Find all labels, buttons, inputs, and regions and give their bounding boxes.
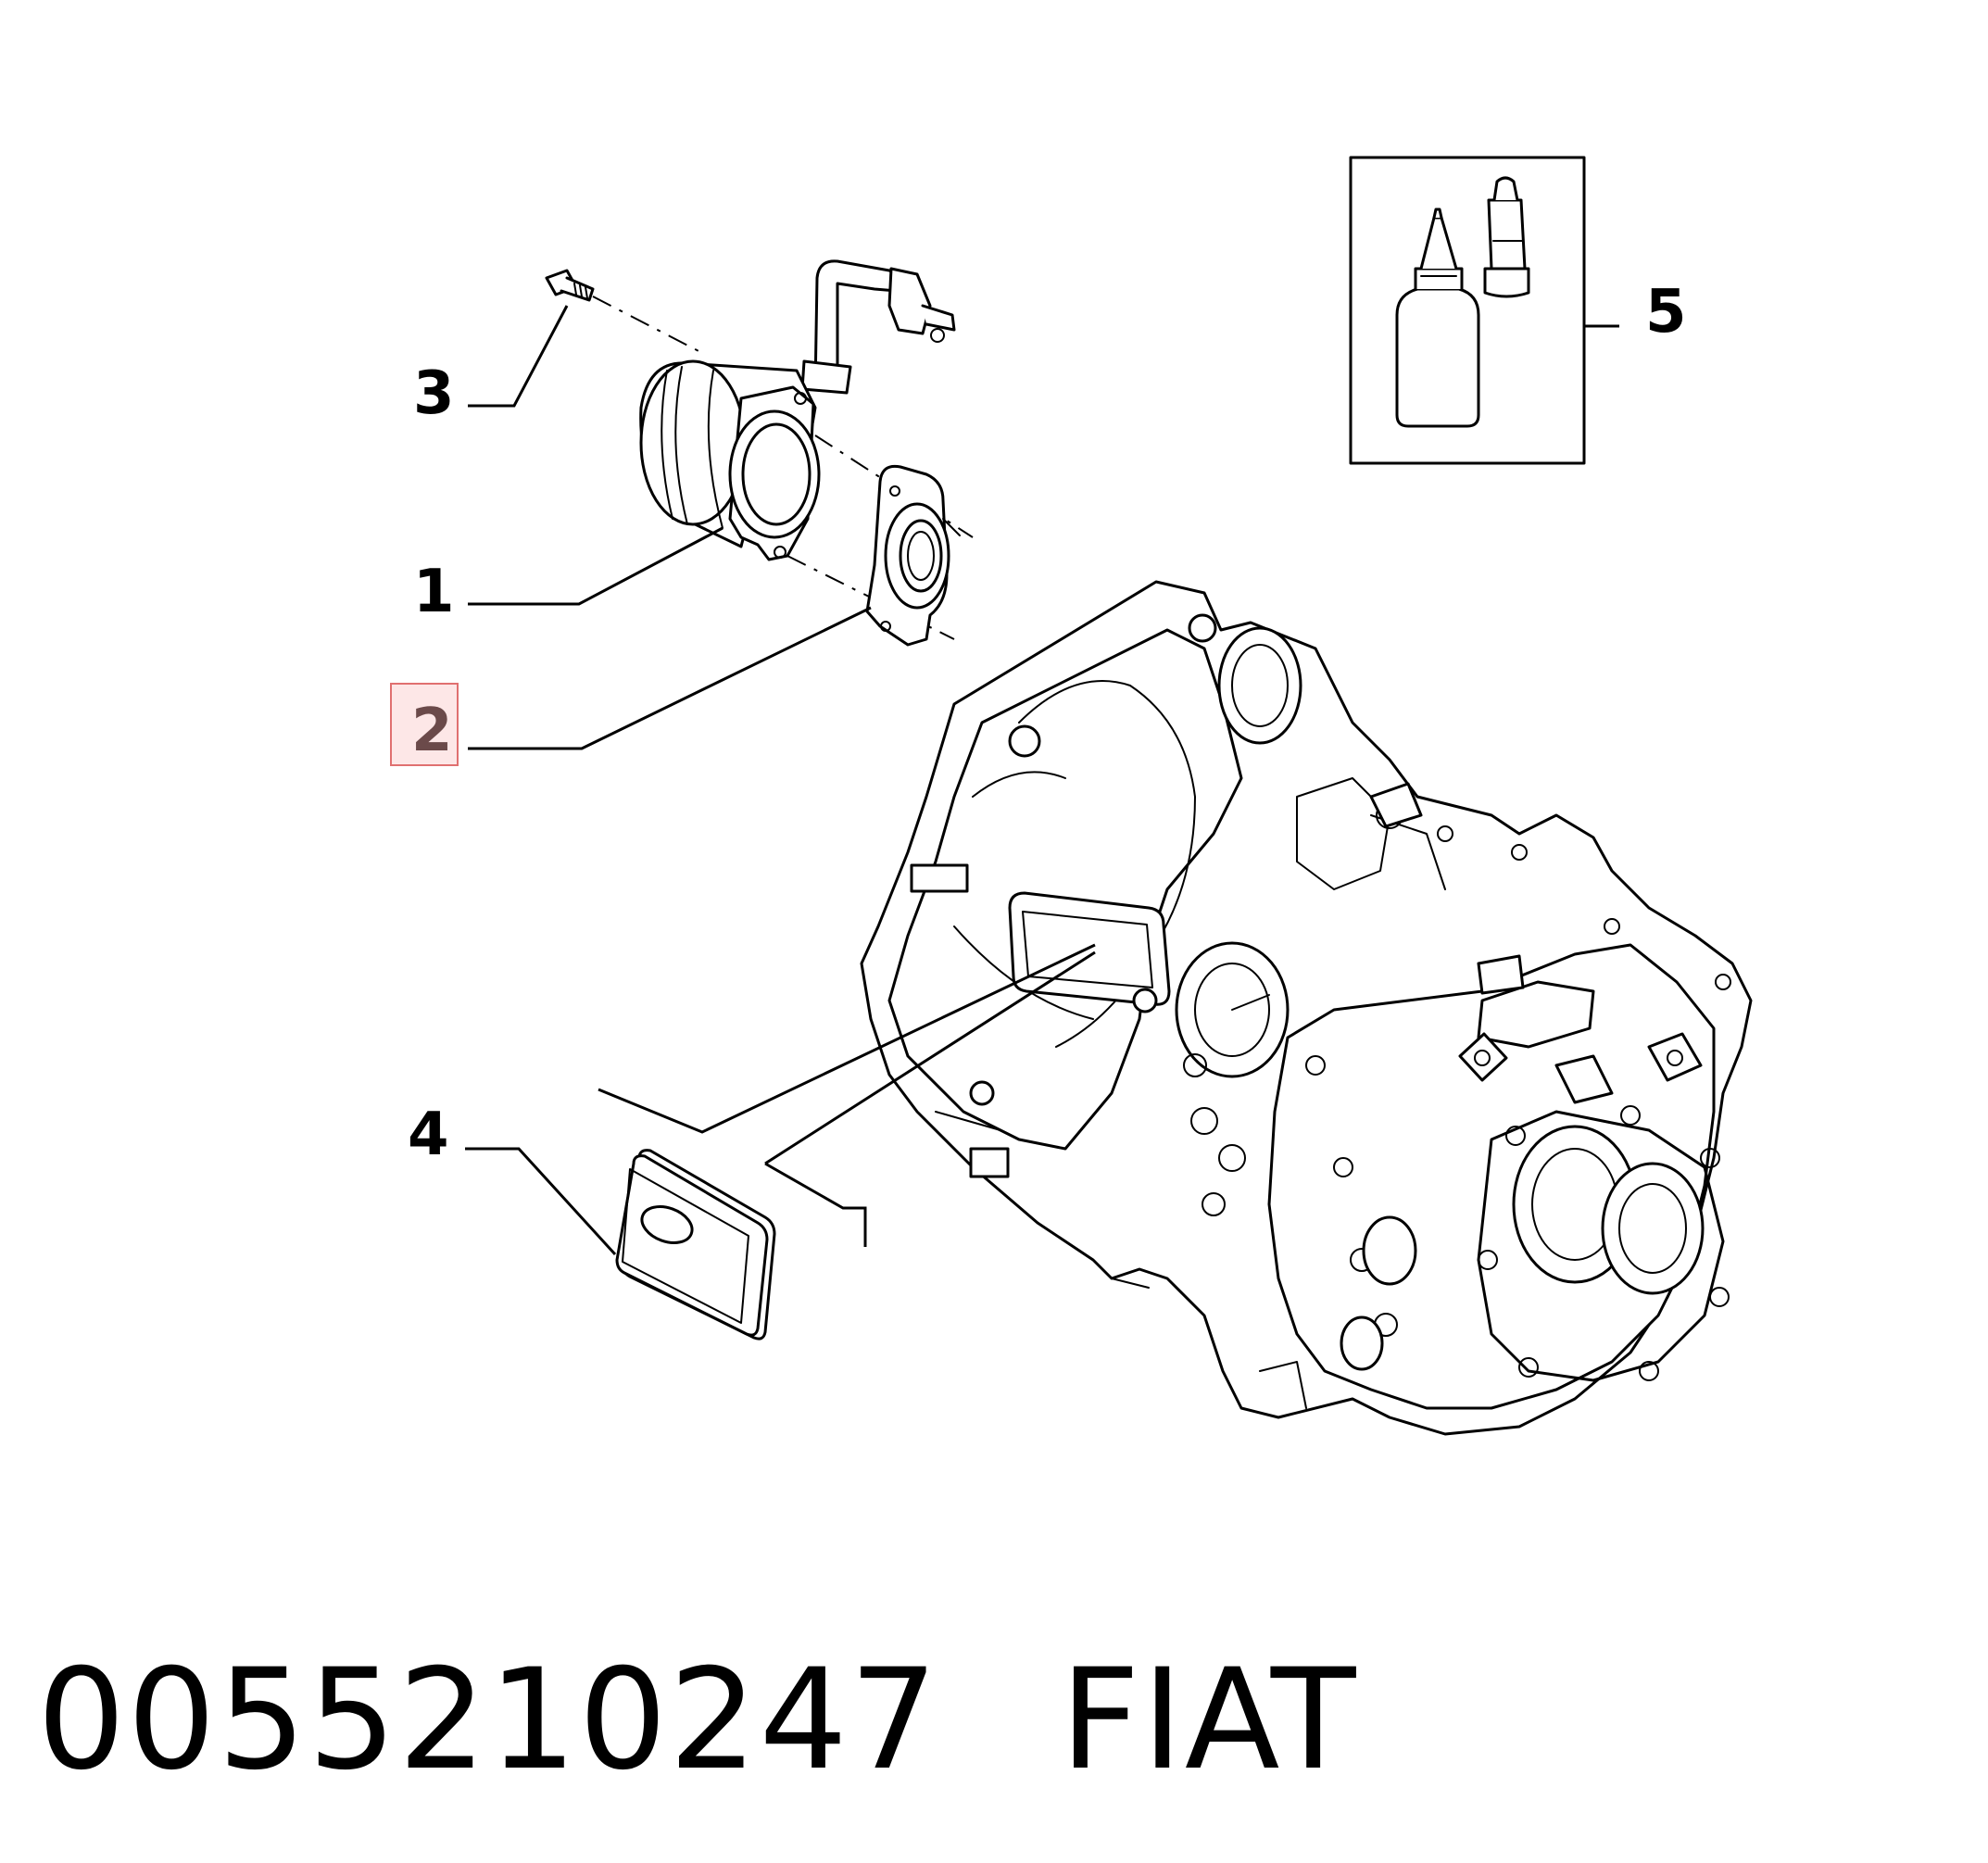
callout-2-highlight — [390, 683, 459, 766]
transmission-housing-icon — [860, 580, 1753, 1436]
part-number: 0055210247 — [37, 1640, 940, 1801]
part-caption: 0055210247 FIAT — [37, 1640, 1357, 1801]
brand-name: FIAT — [1060, 1640, 1358, 1801]
sealant-kit-frame — [1349, 156, 1586, 465]
callout-4[interactable]: 4 — [408, 1101, 449, 1169]
leader-1 — [468, 526, 723, 606]
callout-2[interactable]: 2 — [411, 697, 453, 765]
sealant-kit-group: 5 — [1349, 156, 1687, 465]
slave-cylinder-icon — [639, 259, 956, 561]
release-bearing-group: 2 — [390, 464, 961, 766]
sealant-bottle-icon — [1395, 208, 1480, 428]
leader-3 — [468, 305, 569, 408]
bolt-group: 3 — [413, 269, 705, 428]
sealant-nozzle-icon — [1483, 176, 1530, 298]
callout-3[interactable]: 3 — [413, 359, 455, 428]
leader-4 — [465, 1147, 617, 1256]
bolt-icon — [545, 269, 595, 302]
slave-cylinder-group: 1 — [413, 259, 974, 640]
inspection-cover-icon — [615, 1149, 776, 1341]
callout-1[interactable]: 1 — [413, 558, 455, 626]
inspection-cover-group: 4 — [408, 943, 1096, 1341]
leader-2 — [468, 606, 872, 750]
release-bearing-icon — [865, 464, 961, 647]
callout-5[interactable]: 5 — [1645, 278, 1687, 346]
